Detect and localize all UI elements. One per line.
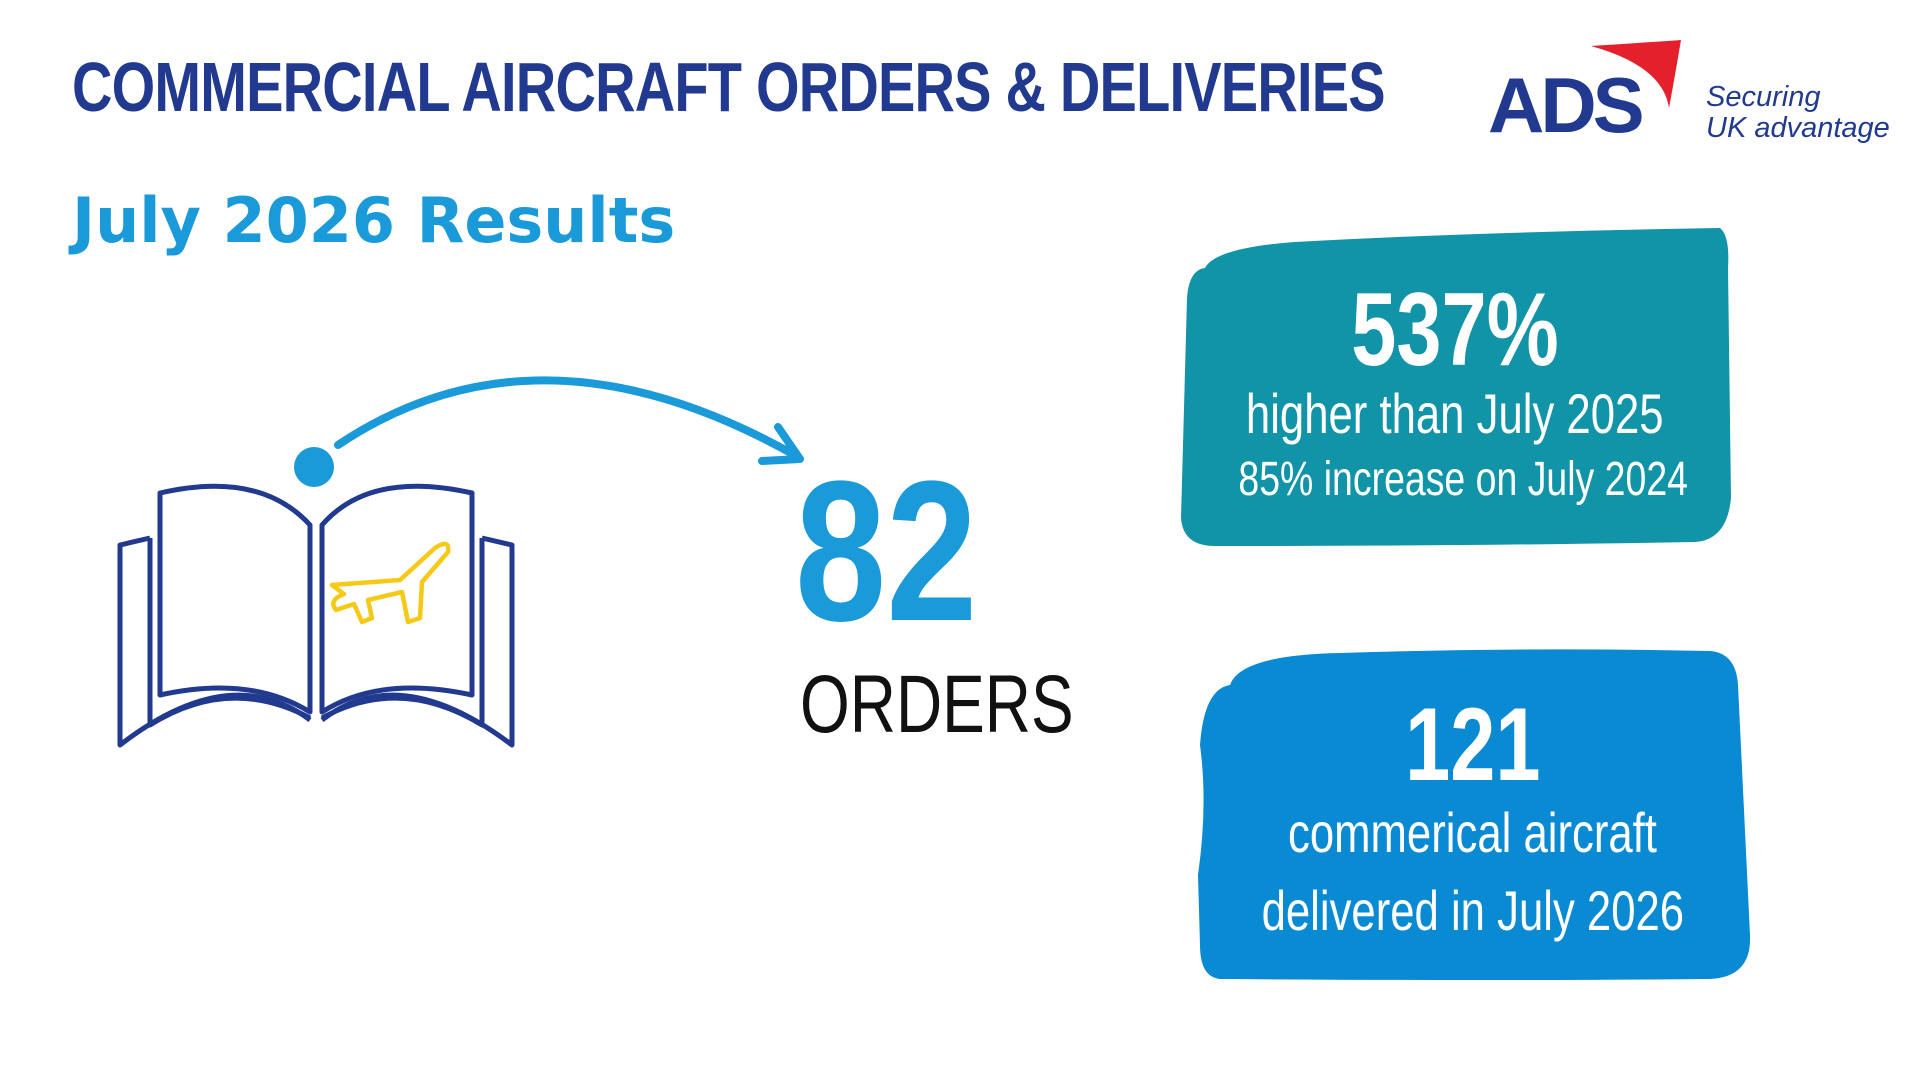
logo-swoosh-icon <box>1591 40 1681 108</box>
page-title: COMMERCIAL AIRCRAFT ORDERS & DELIVERIES <box>72 48 1386 126</box>
deliveries-card-bg <box>1198 649 1751 980</box>
curved-arrow-icon <box>294 376 804 487</box>
orders-change-line2: 85% increase on July 2024 <box>1238 453 1688 506</box>
page-subtitle: July 2026 Results <box>72 184 676 257</box>
orders-change-card-bg <box>1181 228 1731 546</box>
orders-change-value: 537% <box>1351 272 1559 388</box>
deliveries-line2: delivered in July 2026 <box>1261 879 1684 942</box>
deliveries-line1: commerical aircraft <box>1288 801 1657 864</box>
orders-label: ORDERS <box>800 659 1074 750</box>
ads-logo: ADS Securing UK advantage <box>1488 36 1908 156</box>
deliveries-card: 121 commerical aircraft delivered in Jul… <box>1190 645 1755 985</box>
open-book-icon <box>117 483 515 748</box>
orders-change-card: 537% higher than July 2025 85% increase … <box>1175 228 1735 548</box>
logo-tagline-line2: UK advantage <box>1706 112 1890 145</box>
logo-tagline: Securing UK advantage <box>1706 81 1890 145</box>
deliveries-value: 121 <box>1404 687 1541 803</box>
logo-wordmark: ADS <box>1488 61 1645 149</box>
airplane-icon <box>329 541 451 625</box>
orders-value: 82 <box>795 440 978 663</box>
orders-change-line1: higher than July 2025 <box>1246 382 1664 445</box>
logo-tagline-line1: Securing <box>1706 81 1821 113</box>
